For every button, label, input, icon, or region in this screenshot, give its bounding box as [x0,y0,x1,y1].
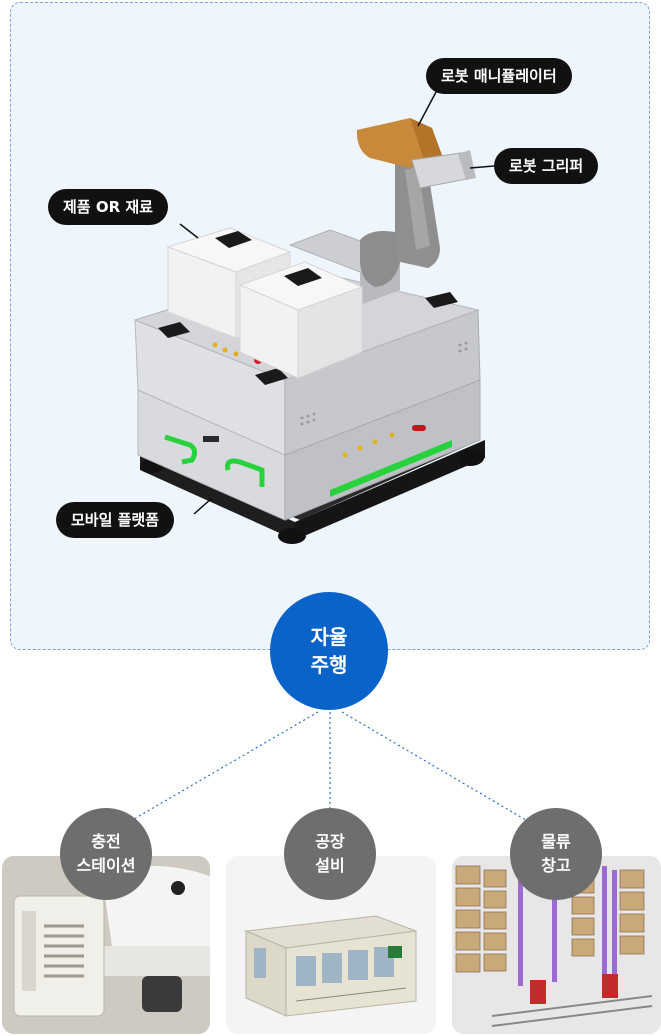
badge-logistics-warehouse-line-2: 창고 [541,856,571,875]
callout-robot-manipulator: 로봇 매니퓰레이터 [426,58,572,94]
callout-mobile-platform: 모바일 플랫폼 [56,502,175,538]
badge-charging-station-line-2: 스테이션 [76,856,136,875]
autonomous-driving-hub: 자율 주행 [270,592,388,710]
callout-product-or-material: 제품 OR 재료 [48,189,168,225]
mobile-manipulator-robot-illustration [133,91,495,544]
badge-factory-equipment-line-2: 설비 [315,856,345,875]
hub-line-1: 자율 [310,625,348,649]
badge-logistics-warehouse: 물류 창고 [510,808,602,900]
logistics-warehouse-image [452,856,661,1034]
hub-line-2: 주행 [310,653,348,677]
badge-factory-equipment: 공장 설비 [284,808,376,900]
badge-charging-station-line-1: 충전 [91,832,121,851]
callout-robot-gripper: 로봇 그리퍼 [494,148,599,184]
badge-logistics-warehouse-line-1: 물류 [541,832,571,851]
badge-charging-station: 충전 스테이션 [60,808,152,900]
badge-factory-equipment-line-1: 공장 [315,832,345,851]
